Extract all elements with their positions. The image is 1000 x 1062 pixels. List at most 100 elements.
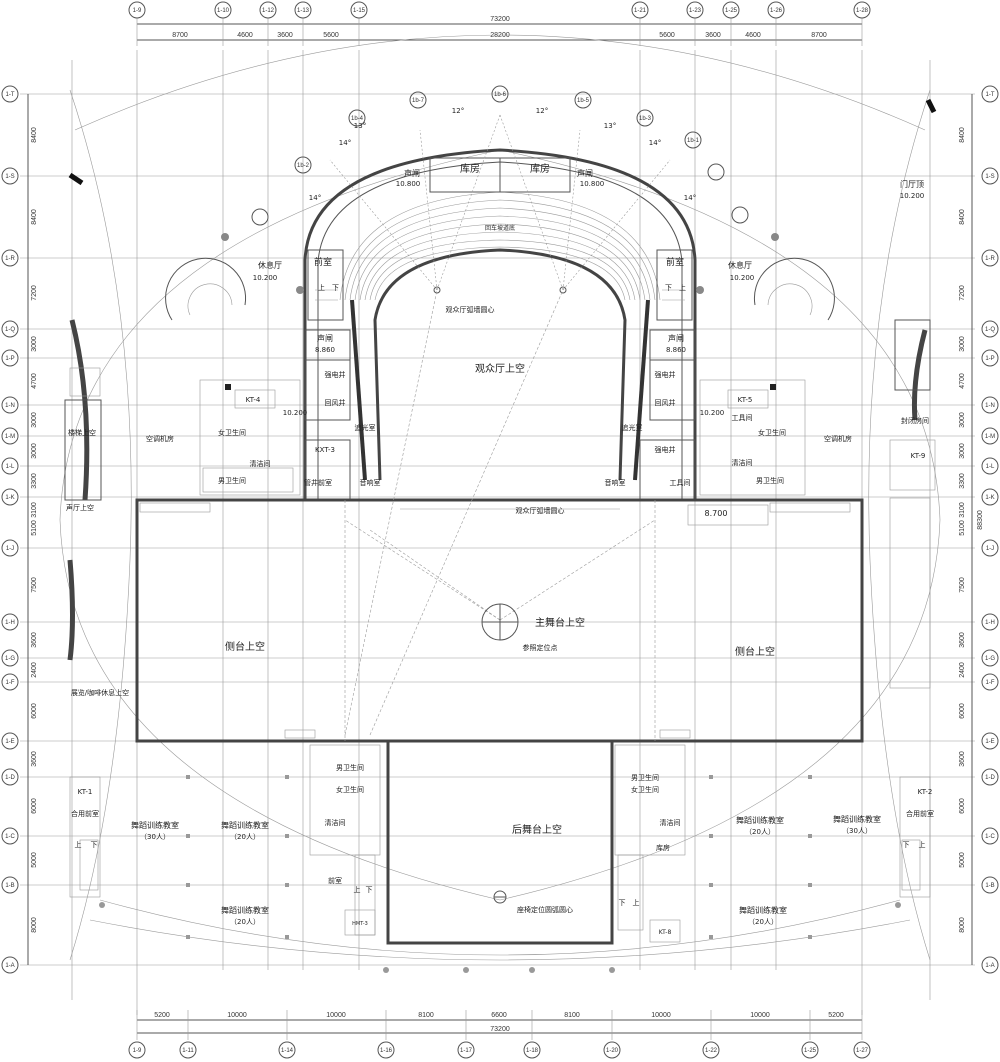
svg-text:3100: 3100 — [31, 502, 38, 518]
svg-text:1-Q: 1-Q — [5, 327, 15, 333]
bottom-total-dim: 73200 — [490, 1026, 510, 1033]
right-total-dim: 88300 — [977, 510, 984, 530]
svg-text:1-28: 1-28 — [856, 8, 869, 14]
horizontal-grid-lines — [20, 93, 975, 966]
bottom-dimension-chain: 5200 10000 10000 8100 6600 8100 10000 10… — [136, 1010, 863, 1040]
svg-text:女卫生间: 女卫生间 — [218, 428, 246, 437]
svg-text:1-F: 1-F — [6, 680, 15, 686]
svg-text:1-14: 1-14 — [281, 1048, 294, 1054]
svg-text:1-K: 1-K — [5, 495, 14, 501]
svg-text:7500: 7500 — [959, 577, 966, 593]
dance-room-1: 舞蹈训练教室 — [131, 820, 179, 830]
hall-void-label: 观众厅上空 — [475, 362, 525, 375]
svg-text:（20人）: （20人） — [230, 918, 260, 926]
structural-columns — [99, 775, 901, 973]
svg-text:合用前室: 合用前室 — [906, 809, 934, 818]
side-stage-void-right: 侧台上空 — [735, 645, 775, 658]
svg-text:1-B: 1-B — [5, 883, 14, 889]
svg-text:清洁间: 清洁间 — [325, 818, 346, 827]
svg-text:4700: 4700 — [31, 373, 38, 389]
svg-text:1-21: 1-21 — [634, 8, 647, 14]
front-room-left: 前室 — [314, 256, 332, 268]
svg-text:5600: 5600 — [323, 32, 339, 39]
svg-text:14°: 14° — [309, 194, 321, 202]
svg-text:清洁间: 清洁间 — [250, 459, 271, 468]
svg-text:3600: 3600 — [959, 751, 966, 767]
svg-text:5200: 5200 — [154, 1012, 170, 1019]
svg-text:8000: 8000 — [31, 917, 38, 933]
svg-text:10.800: 10.800 — [396, 180, 421, 188]
svg-text:12°: 12° — [452, 107, 464, 115]
storage-room-2: 库房 — [530, 162, 550, 175]
svg-text:1b-1: 1b-1 — [687, 138, 700, 144]
svg-text:8400: 8400 — [31, 209, 38, 225]
svg-text:上: 上 — [919, 840, 926, 849]
svg-text:1-12: 1-12 — [262, 8, 275, 14]
side-stage-void-left: 侧台上空 — [225, 640, 265, 653]
lounge-right: 休息厅 — [728, 260, 752, 270]
svg-text:楼梯上空: 楼梯上空 — [68, 428, 96, 437]
vertical-grid-lines — [71, 50, 931, 1015]
svg-text:7500: 7500 — [31, 577, 38, 593]
svg-text:男卫生间: 男卫生间 — [336, 763, 364, 772]
svg-text:封闭房间: 封闭房间 — [901, 416, 929, 425]
svg-text:1-27: 1-27 — [856, 1048, 869, 1054]
svg-text:1-M: 1-M — [5, 434, 15, 440]
dance-room-3: 舞蹈训练教室 — [221, 905, 269, 915]
svg-text:上: 上 — [318, 283, 325, 292]
svg-text:4600: 4600 — [237, 32, 253, 39]
svg-text:10000: 10000 — [227, 1012, 247, 1019]
svg-text:HMT-3: HMT-3 — [352, 921, 368, 927]
svg-text:下: 下 — [366, 886, 373, 894]
svg-text:上: 上 — [75, 840, 82, 849]
svg-text:追光室: 追光室 — [622, 423, 643, 432]
bottom-right-wing: 男卫生间 女卫生间 清洁间 库房 下 上 KT-8 舞蹈训练教室 （20人） 舞… — [614, 744, 934, 943]
svg-text:5100: 5100 — [959, 520, 966, 536]
svg-text:3600: 3600 — [959, 632, 966, 648]
back-stage-void: 后舞台上空 — [512, 823, 562, 836]
svg-text:7200: 7200 — [959, 285, 966, 301]
svg-text:10.200: 10.200 — [283, 409, 308, 417]
sound-lock-left: 声闸 — [404, 168, 420, 178]
svg-text:1-20: 1-20 — [606, 1048, 619, 1054]
svg-text:6000: 6000 — [31, 703, 38, 719]
right-grid-bubbles: 1-T 1-S 1-R 1-Q 1-P 1-N 1-M 1-L 1-K 1-J … — [959, 85, 999, 974]
svg-text:1-26: 1-26 — [770, 8, 783, 14]
svg-text:3600: 3600 — [31, 632, 38, 648]
svg-text:4700: 4700 — [959, 373, 966, 389]
svg-text:12°: 12° — [536, 107, 548, 115]
storage-room-1: 库房 — [460, 162, 480, 175]
top-grid-bubbles: 1-9 1-10 1-12 1-13 1-15 1-21 1-23 1-25 1… — [128, 1, 871, 19]
dance-room-6: 舞蹈训练教室 — [739, 905, 787, 915]
svg-text:1-A: 1-A — [985, 963, 994, 969]
svg-text:1-G: 1-G — [985, 656, 995, 662]
svg-text:3000: 3000 — [31, 412, 38, 428]
lounge-spiral-stairs: 休息厅 10.200 休息厅 10.200 门厅顶 10.200 — [165, 179, 924, 321]
top-dimension-chain: 73200 8700 4600 3600 5600 28200 5600 360… — [136, 16, 863, 46]
svg-text:1-K: 1-K — [985, 495, 994, 501]
svg-text:6000: 6000 — [959, 703, 966, 719]
svg-text:清洁间: 清洁间 — [660, 818, 681, 827]
back-stage: 后舞台上空 座椅定位圆弧圆心 — [386, 741, 614, 945]
svg-text:2400: 2400 — [959, 662, 966, 678]
auditorium: 库房 库房 声闸 声闸 10.800 10.800 回车坡道底 观众厅弧墙圆心 … — [251, 85, 749, 501]
svg-text:1-S: 1-S — [985, 174, 994, 180]
svg-text:KT-9: KT-9 — [911, 452, 926, 460]
svg-text:空调机房: 空调机房 — [824, 434, 852, 443]
svg-text:男卫生间: 男卫生间 — [218, 476, 246, 485]
svg-text:1-D: 1-D — [5, 775, 15, 781]
svg-text:10.200: 10.200 — [730, 274, 755, 282]
svg-text:14°: 14° — [649, 139, 661, 147]
svg-text:1-C: 1-C — [5, 834, 15, 840]
left-grid-bubbles: 1-T 1-S 1-R 1-Q 1-P 1-N 1-M 1-L 1-K 1-J … — [1, 85, 38, 974]
svg-text:3600: 3600 — [31, 751, 38, 767]
svg-text:1-N: 1-N — [5, 403, 15, 409]
svg-text:4600: 4600 — [745, 32, 761, 39]
svg-text:1b-3: 1b-3 — [639, 116, 652, 122]
svg-text:3000: 3000 — [31, 336, 38, 352]
svg-text:1-S: 1-S — [5, 174, 14, 180]
svg-text:1-A: 1-A — [5, 963, 14, 969]
svg-text:（30人）: （30人） — [842, 827, 872, 835]
svg-text:8000: 8000 — [959, 917, 966, 933]
svg-text:强电井: 强电井 — [325, 370, 346, 379]
